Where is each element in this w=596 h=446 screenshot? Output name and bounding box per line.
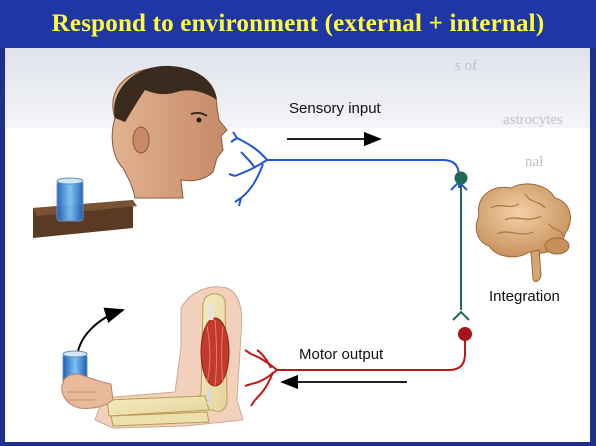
hand-with-glass — [62, 351, 113, 409]
sensory-pathway — [229, 132, 467, 206]
brain — [476, 184, 570, 282]
human-head — [112, 66, 227, 198]
arm — [95, 287, 243, 428]
integration-label: Integration — [489, 288, 560, 305]
diagram-panel: s of astrocytes nal — [5, 48, 590, 442]
motor-neuron-body — [458, 327, 472, 341]
slide-title: Respond to environment (external + inter… — [52, 10, 545, 38]
title-bar: Respond to environment (external + inter… — [0, 0, 596, 48]
sensory-input-label: Sensory input — [289, 100, 381, 117]
table-with-glass — [33, 178, 137, 238]
motor-output-label: Motor output — [299, 346, 383, 363]
integration-pathway — [453, 172, 469, 321]
